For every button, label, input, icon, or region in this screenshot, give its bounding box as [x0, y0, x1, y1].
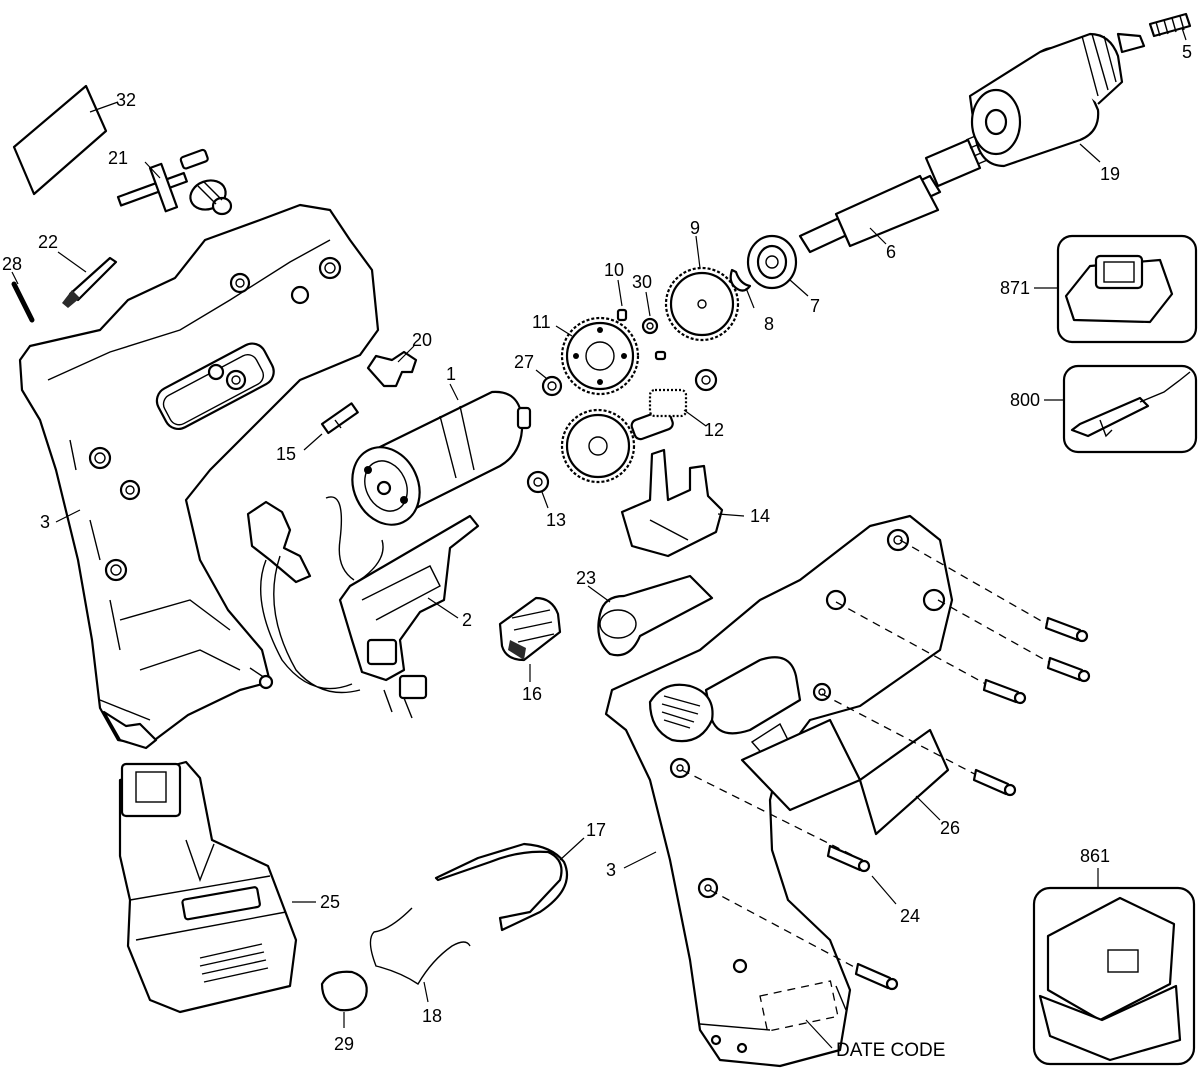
- callout-29: 29: [334, 1034, 354, 1054]
- part-871-charger: [1034, 234, 1198, 344]
- callout-24: 24: [900, 906, 920, 926]
- part-8-ring: [729, 268, 755, 309]
- callout-6: 6: [886, 242, 896, 262]
- callout-17: 17: [586, 820, 606, 840]
- callout-28: 28: [2, 254, 22, 274]
- callout-19: 19: [1100, 164, 1120, 184]
- part-13-bushing: [526, 470, 550, 509]
- part-21-chuck-key: [116, 148, 233, 216]
- part-23-cover: [587, 574, 714, 657]
- callout-18: 18: [422, 1006, 442, 1026]
- part-29-cap: [320, 970, 368, 1028]
- part-3-housing-right: [604, 514, 954, 1068]
- part-32-label: [12, 84, 119, 196]
- callout-871: 871: [1000, 278, 1030, 298]
- part-14-gear-case: [620, 448, 745, 558]
- callout-10: 10: [604, 260, 624, 280]
- callout-8: 8: [764, 314, 774, 334]
- part-12-pinion: [648, 368, 718, 427]
- callout-2: 2: [462, 610, 472, 630]
- callout-12: 12: [704, 420, 724, 440]
- callout-21: 21: [108, 148, 128, 168]
- part-25-battery: [118, 760, 316, 1014]
- part-30-washer: [641, 291, 659, 335]
- part-22-bit: [57, 251, 118, 308]
- part-gear-lower: [560, 408, 674, 484]
- callout-labels: 32 21 22 28 3 20 1 15 2 16 27 11 10 30 9…: [2, 42, 1192, 1061]
- part-7-bearing: [746, 234, 809, 297]
- part-27-bushing: [535, 369, 563, 397]
- callout-22: 22: [38, 232, 58, 252]
- part-5-screw: [1148, 12, 1192, 41]
- callout-23: 23: [576, 568, 596, 588]
- callout-5: 5: [1182, 42, 1192, 62]
- callout-7: 7: [810, 296, 820, 316]
- part-16-button: [498, 596, 562, 682]
- callout-1: 1: [446, 364, 456, 384]
- callout-30: 30: [632, 272, 652, 292]
- part-17-yoke: [434, 837, 585, 932]
- callout-9: 9: [690, 218, 700, 238]
- callout-14: 14: [750, 506, 770, 526]
- callout-27: 27: [514, 352, 534, 372]
- part-pin-small: [654, 350, 667, 361]
- part-24-screws: [681, 539, 1091, 991]
- part-861-case: [1032, 868, 1196, 1066]
- callout-15: 15: [276, 444, 296, 464]
- part-18-spring: [369, 907, 471, 1003]
- part-20-clip: [366, 345, 418, 388]
- callout-25: 25: [320, 892, 340, 912]
- part-1-motor: [351, 383, 532, 526]
- date-code-label: DATE CODE: [836, 1040, 945, 1061]
- part-26-label: [858, 728, 950, 836]
- callout-11: 11: [532, 312, 551, 332]
- callout-13: 13: [546, 510, 566, 530]
- part-15-brush: [303, 402, 359, 451]
- callout-800: 800: [1010, 390, 1040, 410]
- callout-3-left: 3: [40, 512, 50, 532]
- part-19-chuck: [968, 32, 1146, 168]
- part-6-spindle: [798, 133, 993, 254]
- part-10-pin: [616, 279, 628, 322]
- callout-26: 26: [940, 818, 960, 838]
- part-2-switch: [246, 496, 480, 719]
- callout-861: 861: [1080, 846, 1110, 866]
- part-3-housing-left: [18, 203, 380, 750]
- callout-16: 16: [522, 684, 542, 704]
- callout-20: 20: [412, 330, 432, 350]
- part-11-gear: [555, 316, 640, 396]
- callout-3-right: 3: [606, 860, 616, 880]
- callout-32: 32: [116, 90, 136, 110]
- part-28-pin: [11, 271, 35, 323]
- part-800-cord: [1044, 364, 1198, 454]
- part-9-gear: [664, 235, 740, 342]
